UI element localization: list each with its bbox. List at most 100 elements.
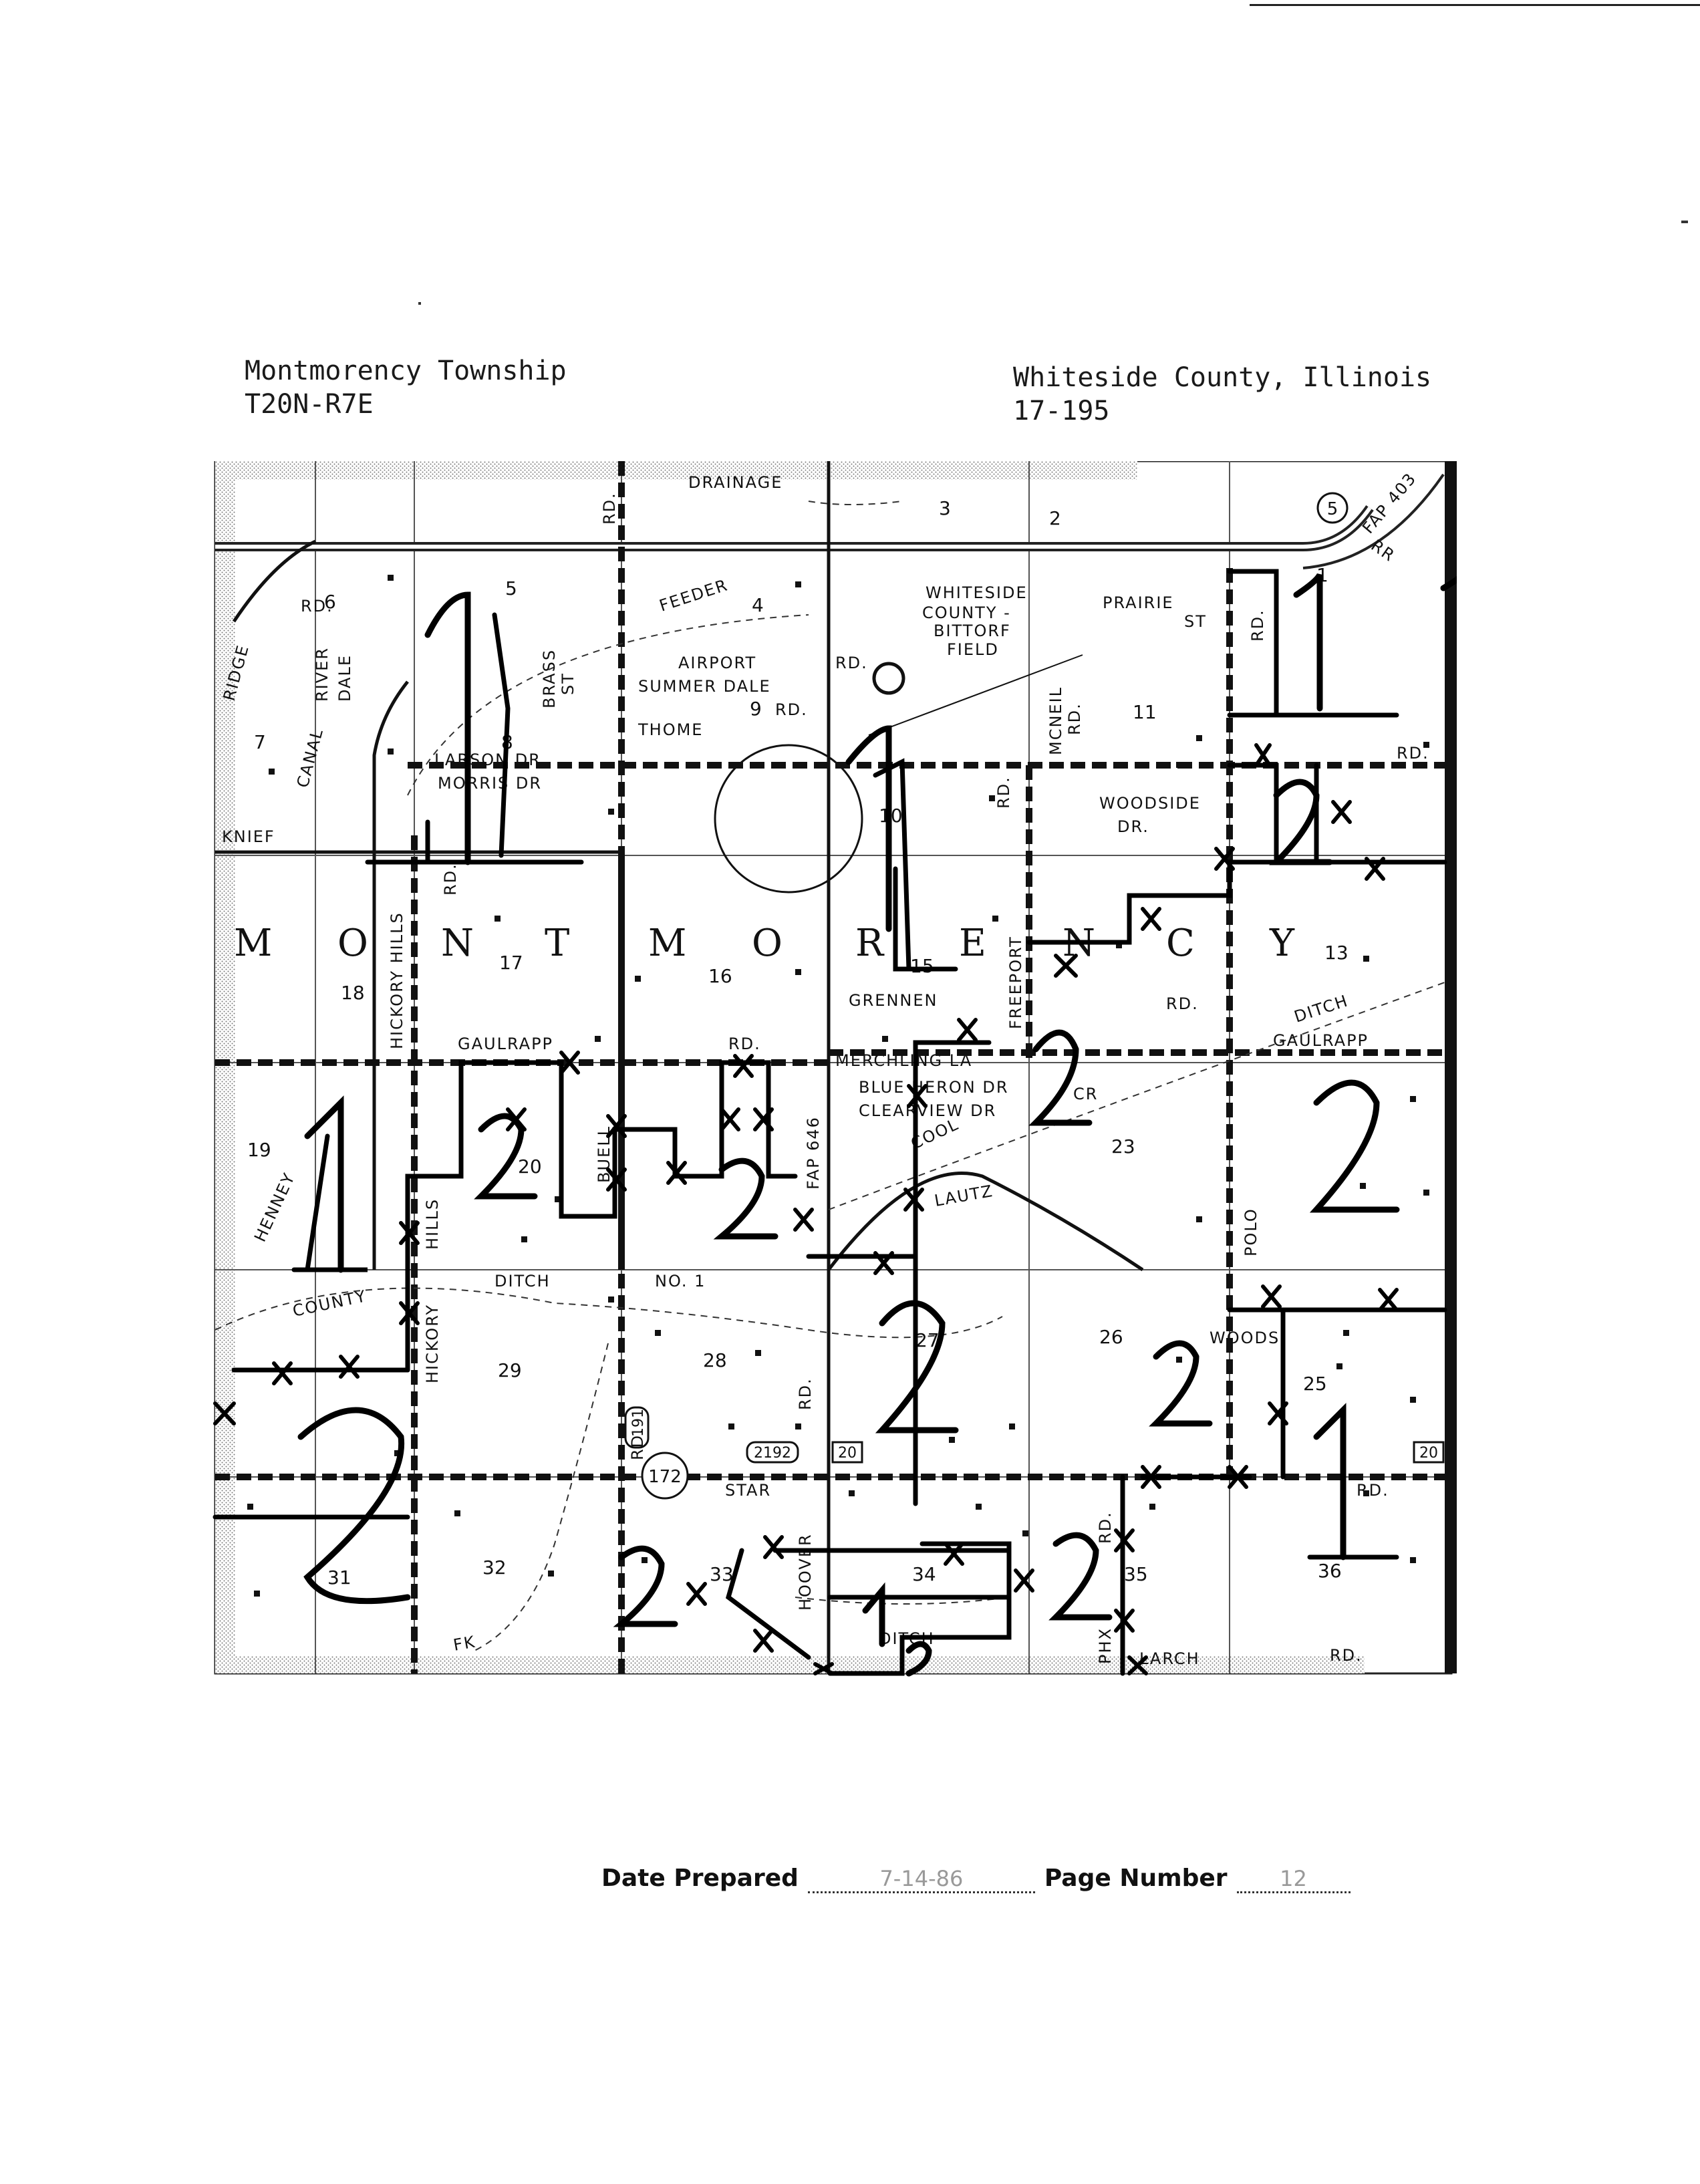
label-hickory-hills: HICKORY HILLS [388,912,406,1049]
label-ditch-no1: DITCH [494,1272,551,1290]
label-blue-heron: BLUE HERON DR [859,1078,1009,1097]
header-left: Montmorency Township T20N-R7E [245,354,567,421]
label-brass: BRASS [540,649,559,708]
label-fk: FK [452,1633,477,1655]
label-hoover: HOOVER [796,1533,815,1611]
section-31: 31 [327,1566,351,1589]
handwritten-x-marks [213,743,1399,1675]
section-26: 26 [1099,1326,1123,1348]
letter-m: M [234,922,272,965]
label-larch: LARCH [1139,1649,1200,1668]
section-15: 15 [910,955,934,977]
letter-o: O [337,922,368,965]
label-dale: DALE [335,654,354,702]
route-shield-20b: 20 [1413,1441,1445,1464]
label-mcneil-rd: RD. [1065,702,1084,735]
section-20: 20 [518,1155,542,1178]
section-2: 2 [1049,507,1061,529]
label-east-rd: RD. [1397,744,1429,763]
shield-2192-text: 2192 [754,1445,791,1462]
shield-191-text: 191 [630,1409,647,1437]
date-prepared-value: 7-14-86 [807,1866,1035,1893]
border-stipple-bottom [215,1656,1365,1673]
label-airport: AIRPORT [678,654,756,672]
label-gaulrapp-east: GAULRAPP [1273,1031,1369,1050]
label-clearview: CLEARVIEW DR [859,1101,996,1120]
label-brass-st: ST [559,672,577,695]
label-larson: LARSON DR [434,750,541,769]
section-32: 32 [482,1556,507,1579]
handwritten-2-section27 [875,1300,959,1434]
airport-leader [868,654,1083,736]
handwritten-2-section21 [713,1157,778,1240]
label-thome: THOME [638,720,703,739]
scan-speck [418,302,421,305]
handwritten-2-section26 [1149,1340,1213,1427]
section-11: 11 [1133,701,1157,723]
section-4: 4 [752,594,764,616]
handwritten-2-section12 [1269,779,1333,865]
label-phx-rd: RD. [1096,1511,1115,1544]
route-shield-191: 191 [624,1406,650,1449]
label-polo-north-rd: RD. [1248,609,1267,642]
label-morris: MORRIS DR [438,774,542,793]
section-6: 6 [324,591,336,613]
township-map: 5 172 191 2192 20 20 M O N T M O R E N C… [207,461,1457,1684]
handwritten-1-section19 [304,1095,344,1273]
label-airport-rd: RD. [835,654,868,672]
route-shield-il172: 172 [641,1452,689,1500]
label-hills: HILLS [423,1198,442,1250]
label-star: STAR [725,1481,771,1500]
label-gaulrapp-rd: RD. [728,1035,761,1053]
label-merchling: MERCHLING LA [835,1051,972,1070]
label-bittorf: BITTORF [934,622,1011,640]
letter-n: N [441,922,474,965]
label-grennen: GRENNEN [849,991,938,1010]
letter-o2: O [752,922,783,965]
handwritten-numerals [297,573,1457,1677]
label-rd-ridge: RD. [301,597,333,616]
label-phx: PHX [1096,1627,1115,1664]
label-drainage: DRAINAGE [688,473,783,492]
handwritten-1-section34 [862,1582,885,1647]
handwritten-1-section10 [845,725,892,932]
section-23: 23 [1111,1135,1135,1157]
label-knief: KNIEF [222,827,275,846]
label-hickory-rd: RD. [441,863,460,896]
label-rd-north: RD. [600,492,619,525]
section-34: 34 [912,1563,936,1585]
highway-us5 [215,473,1445,569]
section-17: 17 [499,952,523,974]
handwritten-1-section36 [1313,1403,1347,1560]
label-whiteside: WHITESIDE [926,583,1028,602]
map-canvas: 5 172 191 2192 20 20 M O N T M O R E N C… [212,461,1457,1677]
handwritten-2-section24 [1309,1079,1400,1213]
label-grennen-rd: RD. [1166,994,1199,1013]
letter-t: T [545,922,569,965]
label-woods: WOODS [1210,1329,1280,1347]
header-right: Whiteside County, Illinois 17-195 [1013,361,1431,428]
county-title: Whiteside County, Illinois [1013,362,1432,393]
label-hoover-rd: RD. [796,1377,815,1410]
airport-circle [714,744,863,894]
section-13: 13 [1324,942,1349,964]
page-number-label: Page Number [1044,1865,1228,1892]
section-16: 16 [708,965,732,987]
dashed-roads [215,461,1445,1673]
shield-us5-text: 5 [1327,499,1338,519]
handwritten-2-section31 [297,1407,411,1605]
label-no1: NO. 1 [655,1272,706,1290]
township-range: T20N-R7E [245,389,374,420]
handwritten-2-section32 [613,1545,678,1627]
label-prairie-st: ST [1184,612,1207,631]
label-summer-dale-rd: RD. [775,700,808,719]
letter-c: C [1166,922,1195,965]
handwritten-2-section35 [1048,1532,1113,1621]
section-7: 7 [254,731,266,753]
section-3: 3 [939,497,951,519]
label-county-airport: COUNTY - [922,603,1011,622]
shield-172-text: 172 [648,1467,682,1487]
shield-20b-text: 20 [1419,1445,1438,1462]
route-shield-us5: 5 [1316,492,1349,524]
